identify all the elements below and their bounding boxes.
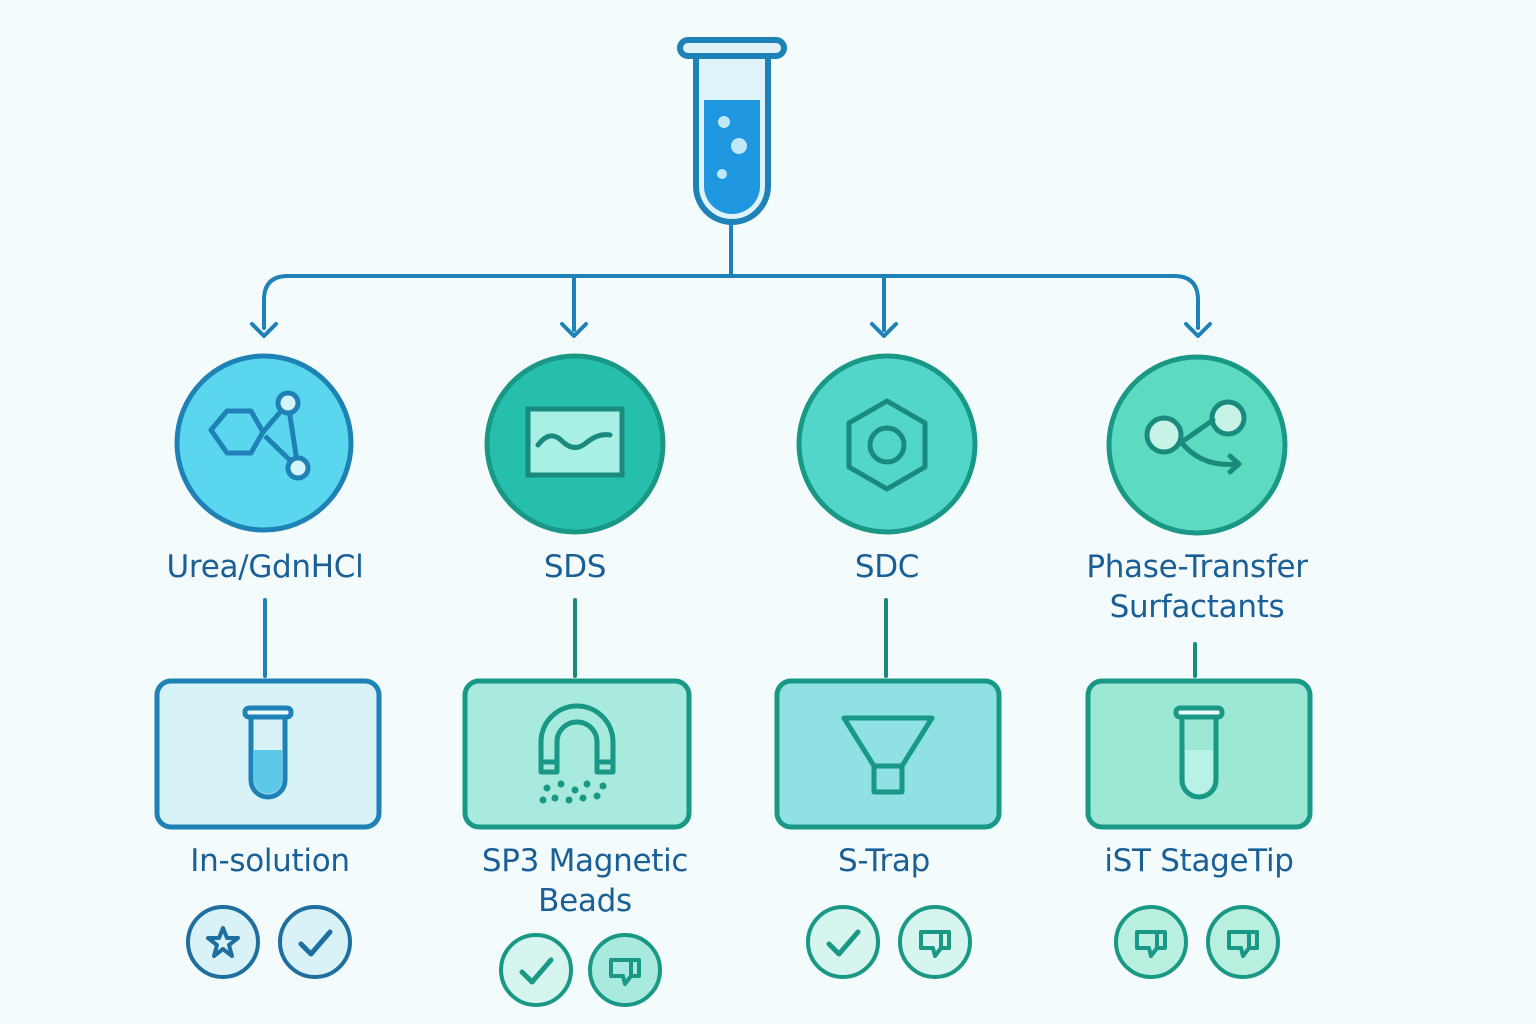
method-box-in-solution bbox=[154, 678, 382, 830]
wave-screen-icon bbox=[525, 406, 625, 478]
method-label-s-trap: S-Trap bbox=[837, 843, 931, 879]
badge-s-trap-thumbs-down bbox=[897, 904, 973, 980]
check-icon bbox=[298, 929, 333, 957]
thumbs-down-icon bbox=[1135, 930, 1167, 958]
method-box-s-trap bbox=[774, 678, 1002, 830]
badge-in-solution-check bbox=[277, 904, 353, 980]
method-box-ist-stagetip bbox=[1085, 678, 1313, 830]
method-box-sp3 bbox=[462, 678, 692, 830]
check-icon bbox=[519, 957, 554, 985]
surfactant-node-urea-gdnhcl bbox=[174, 353, 354, 533]
root-tube-graphic bbox=[677, 37, 787, 225]
surfactant-label-sdc: SDC bbox=[854, 549, 920, 585]
funnel-icon bbox=[841, 715, 935, 795]
root-test-tube-icon bbox=[676, 36, 788, 232]
surfactant-node-sds bbox=[484, 353, 666, 535]
arrowhead-2 bbox=[560, 322, 588, 338]
badge-in-solution-star bbox=[185, 904, 261, 980]
surfactant-label-urea-gdnhcl: Urea/GdnHCl bbox=[166, 549, 364, 585]
badge-ist-thumbs-down-2 bbox=[1205, 904, 1281, 980]
test-tube-icon bbox=[1173, 705, 1225, 800]
arrowhead-3 bbox=[870, 322, 898, 338]
surfactant-label-phase-transfer: Phase-Transfer Surfactants bbox=[1086, 549, 1308, 625]
star-icon bbox=[206, 926, 240, 958]
thumbs-down-icon bbox=[919, 930, 951, 958]
badge-sp3-thumbs-down bbox=[587, 932, 663, 1008]
surfactant-node-sdc bbox=[796, 353, 978, 535]
hexagon-molecule-icon bbox=[208, 390, 311, 481]
magnet-icon bbox=[538, 703, 616, 804]
bus-line bbox=[262, 274, 1200, 330]
surfactant-label-sds: SDS bbox=[543, 549, 607, 585]
molecule-arrow-icon bbox=[1144, 399, 1247, 475]
check-icon bbox=[826, 929, 861, 957]
surfactant-node-phase-transfer bbox=[1106, 354, 1288, 536]
badge-ist-thumbs-down-1 bbox=[1113, 904, 1189, 980]
arrowhead-4 bbox=[1184, 322, 1212, 338]
thumbs-down-icon bbox=[1227, 930, 1259, 958]
badge-s-trap-check bbox=[805, 904, 881, 980]
method-label-ist-stagetip: iST StageTip bbox=[1104, 843, 1294, 879]
method-label-sp3-magnetic-beads: SP3 Magnetic Beads bbox=[481, 843, 689, 919]
badge-sp3-check bbox=[498, 932, 574, 1008]
test-tube-icon bbox=[242, 705, 294, 800]
method-label-in-solution: In-solution bbox=[190, 843, 350, 879]
thumbs-down-icon bbox=[609, 958, 641, 986]
arrowhead-1 bbox=[250, 322, 278, 338]
hex-nut-icon bbox=[846, 398, 928, 492]
